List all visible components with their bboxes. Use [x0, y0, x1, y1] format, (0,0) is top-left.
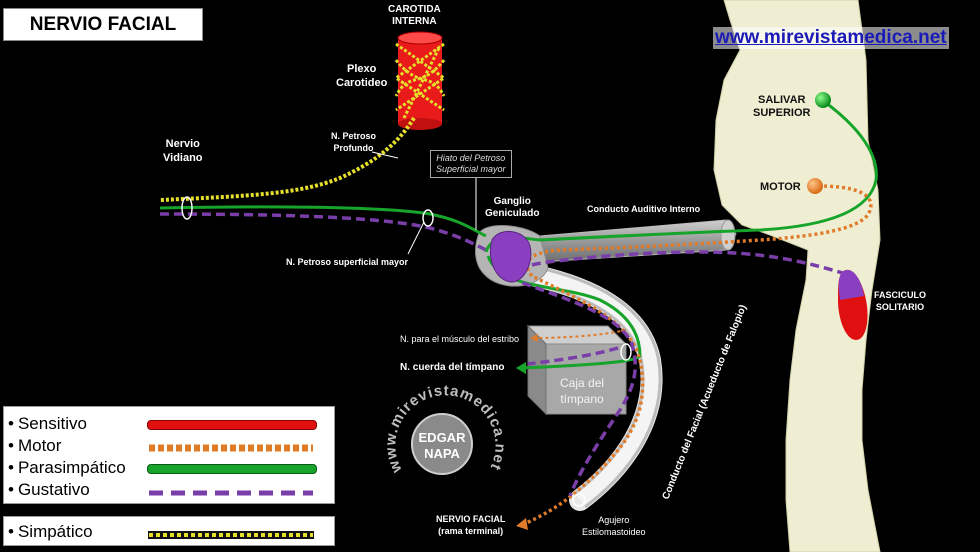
salivary-nucleus	[815, 92, 831, 108]
legend-swatch-sensitivo	[147, 420, 317, 430]
label-motor: MOTOR	[760, 181, 801, 193]
watermark-name2: NAPA	[424, 446, 460, 461]
vidian-gustatory	[159, 212, 487, 252]
label-estribo: N. para el músculo del estribo	[400, 334, 520, 344]
legend-swatch-motor	[147, 440, 315, 458]
gustatory-chorda	[527, 346, 619, 366]
stapedius-branch	[535, 329, 627, 339]
brainstem-shape	[713, 0, 881, 552]
label-cuerda: N. cuerda del tímpano	[400, 362, 505, 373]
legend-simpatico-box: •Simpático	[3, 516, 335, 546]
label-conducto-facial: Conducto del Facial (Acueducto de Falopi…	[661, 303, 749, 501]
legend-label: Simpático	[17, 522, 93, 541]
label-nervio-terminal: NERVIO FACIAL(rama terminal)	[436, 514, 506, 536]
legend-label: Gustativo	[17, 480, 90, 499]
legend-item: •Motor	[8, 436, 62, 455]
vidian-parasympathetic	[159, 205, 487, 238]
internal-carotid-artery	[393, 31, 447, 130]
page-title: NERVIO FACIAL	[3, 8, 203, 41]
legend-item: •Sensitivo	[8, 414, 87, 433]
sympathetic-path	[159, 116, 416, 202]
parasympathetic-main	[484, 98, 878, 253]
legend-swatch-simpatico	[147, 527, 315, 545]
label-petroso-superficial: N. Petroso superficial mayor	[286, 257, 409, 267]
geniculate-ganglion	[490, 231, 532, 283]
motor-path	[523, 184, 873, 526]
label-conducto-auditivo: Conducto Auditivo Interno	[587, 204, 701, 214]
internal-auditory-canal	[539, 219, 737, 263]
legend-label: Motor	[17, 436, 62, 455]
legend-swatch-parasimpatico	[147, 464, 317, 474]
watermark-name1: EDGAR	[419, 430, 467, 445]
legend-item: •Parasimpático	[8, 458, 126, 477]
legend-label: Parasimpático	[17, 458, 126, 477]
tympanic-cavity-box	[526, 324, 628, 416]
legend-swatch-gustativo	[147, 485, 315, 503]
legend-box: •Sensitivo •Motor •Parasimpático •Gustat…	[3, 406, 335, 504]
legend-label: Sensitivo	[17, 414, 87, 433]
legend-item: •Gustativo	[8, 480, 90, 499]
watermark-badge: www.mirevistamedica.net EDGAR NAPA	[382, 382, 508, 476]
legend-item: •Simpático	[8, 522, 93, 541]
motor-nucleus	[807, 178, 823, 194]
website-link[interactable]: www.mirevistamedica.net	[713, 27, 949, 49]
